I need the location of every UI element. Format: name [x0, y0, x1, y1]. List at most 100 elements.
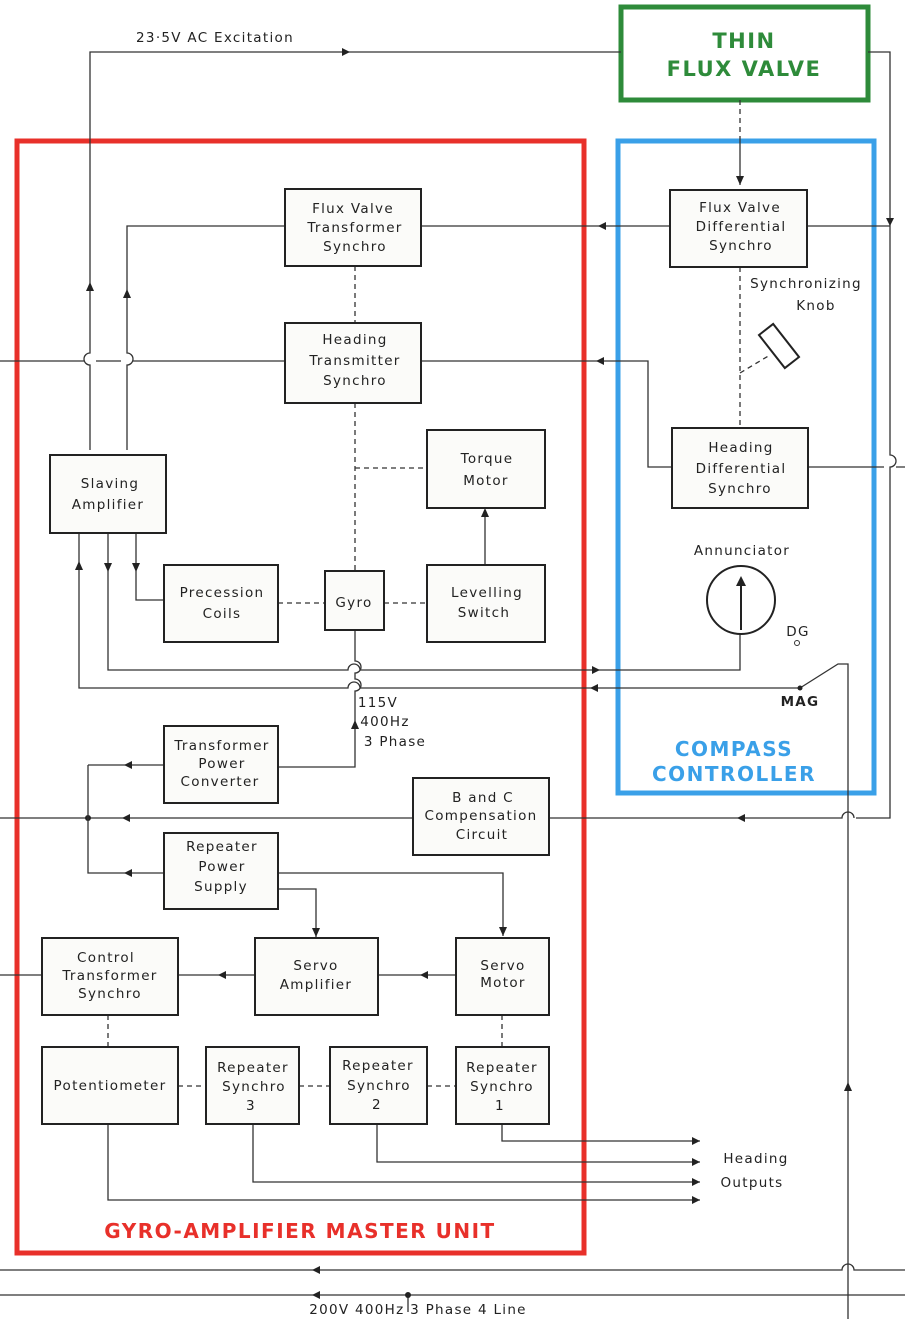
block-potentiometer-frame — [41, 1046, 179, 1125]
master-unit-title: GYRO-AMPLIFIER MASTER UNIT — [104, 1219, 495, 1243]
block-flux-valve-transformer-synchro-label-1: Flux Valve — [312, 201, 394, 217]
compass-controller-title-line2: CONTROLLER — [652, 762, 816, 786]
switch-mag-label: MAG — [781, 694, 820, 710]
block-gyro: Gyro — [324, 570, 385, 631]
block-potentiometer-label-1: Potentiometer — [54, 1078, 167, 1094]
block-repeater-synchro-1-frame — [455, 1046, 550, 1125]
block-heading-differential-synchro-label-3: Synchro — [708, 481, 772, 497]
block-servo-motor-frame — [455, 937, 550, 1016]
block-slaving-amplifier: Slaving Amplifier — [49, 454, 167, 534]
block-servo-amplifier: Servo Amplifier — [254, 937, 379, 1016]
block-flux-valve-differential-synchro-frame — [669, 189, 808, 268]
block-flux-valve-transformer-synchro-label-3: Synchro — [323, 239, 387, 255]
block-transformer-power-converter-frame — [163, 725, 279, 804]
master-unit-enclosure — [14, 138, 587, 1256]
block-control-transformer-synchro-label-1: Control — [77, 950, 135, 966]
block-transformer-power-converter-label-3: Converter — [181, 774, 260, 790]
blocks: Flux Valve Transformer Synchro Flux Valv… — [41, 188, 809, 1125]
block-repeater-synchro-1-label-3: 1 — [495, 1098, 505, 1114]
block-control-transformer-synchro: Control Transformer Synchro — [41, 937, 179, 1016]
block-heading-differential-synchro-label-1: Heading — [708, 440, 773, 456]
excitation-label: 23·5V AC Excitation — [136, 30, 294, 46]
block-heading-transmitter-synchro-label-1: Heading — [322, 332, 387, 348]
block-flux-valve-differential-synchro-label-3: Synchro — [709, 238, 773, 254]
block-b-and-c-compensation-circuit: B and C Compensation Circuit — [412, 777, 550, 856]
block-heading-transmitter-synchro-label-3: Synchro — [323, 373, 387, 389]
block-control-transformer-synchro-label-2: Transformer — [61, 968, 157, 984]
block-heading-transmitter-synchro-label-2: Transmitter — [308, 353, 400, 369]
flux-valve-title-line2: FLUX VALVE — [667, 57, 822, 81]
block-torque-motor-label-2: Motor — [463, 473, 509, 489]
switch-dg-label: DG — [786, 624, 809, 640]
block-control-transformer-synchro-label-3: Synchro — [78, 986, 142, 1002]
block-b-and-c-compensation-circuit-frame — [412, 777, 550, 856]
block-repeater-synchro-2-label-3: 2 — [372, 1097, 382, 1113]
block-transformer-power-converter-label-1: Transformer — [173, 738, 269, 754]
block-servo-motor-label-2: Motor — [480, 975, 526, 991]
block-flux-valve-transformer-synchro: Flux Valve Transformer Synchro — [284, 188, 422, 267]
block-b-and-c-compensation-circuit-label-3: Circuit — [456, 827, 509, 843]
block-gyro-label-1: Gyro — [335, 595, 372, 611]
block-heading-transmitter-synchro-frame — [284, 322, 422, 404]
block-flux-valve-differential-synchro-label-1: Flux Valve — [699, 200, 781, 216]
block-repeater-power-supply-label-3: Supply — [194, 879, 248, 895]
block-b-and-c-compensation-circuit-label-2: Compensation — [424, 808, 537, 824]
block-repeater-synchro-3-label-2: Synchro — [222, 1079, 286, 1095]
block-repeater-synchro-1-label-1: Repeater — [466, 1060, 538, 1076]
block-repeater-power-supply: Repeater Power Supply — [163, 832, 279, 910]
block-repeater-synchro-2: Repeater Synchro 2 — [329, 1046, 428, 1125]
block-slaving-amplifier-label-2: Amplifier — [72, 497, 145, 513]
block-servo-motor: Servo Motor — [455, 937, 550, 1016]
block-repeater-synchro-3-label-1: Repeater — [217, 1060, 289, 1076]
knob-label-line2: Knob — [796, 298, 835, 314]
annunciator-label: Annunciator — [694, 543, 790, 559]
block-torque-motor-frame — [426, 429, 546, 509]
block-heading-differential-synchro: Heading Differential Synchro — [671, 427, 809, 509]
block-control-transformer-synchro-frame — [41, 937, 179, 1016]
flux-valve-enclosure — [618, 4, 871, 103]
synchronizing-knob[interactable] — [757, 322, 801, 370]
block-repeater-synchro-1-label-2: Synchro — [470, 1079, 534, 1095]
block-servo-amplifier-label-1: Servo — [293, 958, 338, 974]
block-potentiometer: Potentiometer — [41, 1046, 179, 1125]
block-levelling-switch-label-1: Levelling — [451, 585, 523, 601]
block-flux-valve-transformer-synchro-frame — [284, 188, 422, 267]
block-flux-valve-differential-synchro-label-2: Differential — [696, 219, 787, 235]
block-transformer-power-converter: Transformer Power Converter — [163, 725, 279, 804]
block-flux-valve-transformer-synchro-label-2: Transformer — [306, 220, 402, 236]
block-slaving-amplifier-frame — [49, 454, 167, 534]
block-heading-transmitter-synchro: Heading Transmitter Synchro — [284, 322, 422, 404]
block-b-and-c-compensation-circuit-label-1: B and C — [452, 790, 514, 806]
block-torque-motor-label-1: Torque — [460, 451, 514, 467]
block-repeater-synchro-3-frame — [205, 1046, 300, 1125]
connections: 23·5V AC Excitation — [0, 30, 905, 1319]
block-heading-differential-synchro-label-2: Differential — [696, 461, 787, 477]
supply-label-line2: 400Hz — [360, 714, 410, 730]
heading-outputs-label-line1: Heading — [723, 1151, 788, 1167]
heading-outputs-label-line2: Outputs — [720, 1175, 783, 1191]
block-repeater-power-supply-label-1: Repeater — [186, 839, 258, 855]
block-servo-amplifier-label-2: Amplifier — [280, 977, 353, 993]
block-repeater-synchro-2-label-1: Repeater — [342, 1058, 414, 1074]
block-precession-coils-frame — [163, 564, 279, 643]
block-repeater-synchro-2-label-2: Synchro — [347, 1078, 411, 1094]
block-slaving-amplifier-label-1: Slaving — [81, 476, 140, 492]
block-levelling-switch-frame — [426, 564, 546, 643]
block-repeater-synchro-2-frame — [329, 1046, 428, 1125]
block-repeater-synchro-3-label-3: 3 — [246, 1098, 256, 1114]
block-repeater-synchro-1: Repeater Synchro 1 — [455, 1046, 550, 1125]
block-precession-coils-label-2: Coils — [203, 606, 242, 622]
block-repeater-power-supply-frame — [163, 832, 279, 910]
block-gyro-frame — [324, 570, 385, 631]
flux-valve-title-line1: THIN — [712, 29, 775, 53]
block-repeater-power-supply-label-2: Power — [198, 859, 245, 875]
block-servo-motor-label-1: Servo — [480, 958, 525, 974]
block-precession-coils: Precession Coils — [163, 564, 279, 643]
block-flux-valve-differential-synchro: Flux Valve Differential Synchro — [669, 189, 808, 268]
power-bus-label: 200V 400Hz 3 Phase 4 Line — [309, 1302, 527, 1318]
supply-label-line3: 3 Phase — [364, 734, 426, 750]
block-precession-coils-label-1: Precession — [180, 585, 265, 601]
block-transformer-power-converter-label-2: Power — [198, 756, 245, 772]
block-repeater-synchro-3: Repeater Synchro 3 — [205, 1046, 300, 1125]
